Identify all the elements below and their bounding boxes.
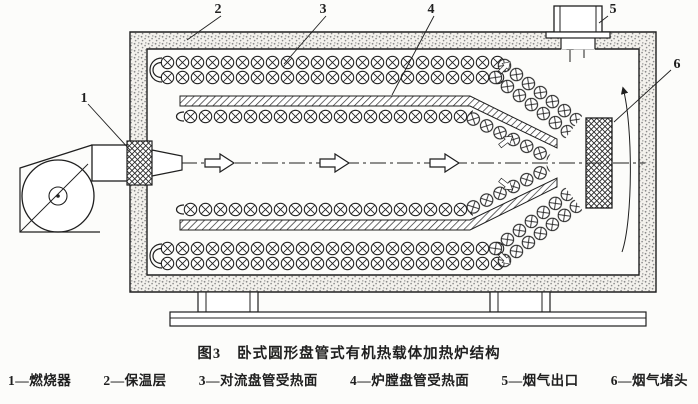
figure-title: 卧式圆形盘管式有机热载体加热炉结构: [237, 346, 501, 362]
chamber-wall-top: [179, 95, 558, 149]
support-pedestal-left: [197, 291, 259, 313]
legend-item-6: 6—烟气堵头: [610, 373, 688, 388]
figure-legend: 1—燃烧器 2—保温层 3—对流盘管受热面 4—炉膛盘管受热面 5—烟气出口 6…: [0, 363, 698, 389]
support-pedestal-right: [489, 291, 551, 313]
convection-coil-top-angled: [484, 55, 583, 140]
supports: [169, 291, 647, 327]
burner-fan-scroll: [19, 144, 100, 233]
burner-nozzle: [151, 149, 183, 177]
callout-5: 5: [610, 2, 617, 17]
chamber-coil-top: [183, 109, 473, 124]
legend-item-4: 4—炉膛盘管受热面: [350, 373, 470, 388]
coil-return-bends: [149, 57, 185, 269]
base-skid: [169, 311, 647, 327]
convection-coil-bottom-angled: [484, 186, 583, 271]
furnace-diagram: 1 2 3 4 5 6: [19, 2, 681, 327]
callout-1: 1: [81, 91, 88, 106]
legend-item-3: 3—对流盘管受热面: [198, 373, 318, 388]
legend-item-2: 2—保温层: [103, 373, 167, 388]
callout-6: 6: [674, 57, 681, 72]
insulation-layer: [129, 31, 657, 293]
callout-2: 2: [215, 2, 222, 17]
legend-item-1: 1—燃烧器: [8, 373, 72, 388]
burner-fan-hub: [48, 186, 68, 206]
leader-lines: [87, 15, 672, 151]
figure-number: 图3: [197, 346, 222, 362]
figure-caption: 图3 卧式圆形盘管式有机热载体加热炉结构: [0, 342, 698, 363]
burner-mount-block: [126, 140, 153, 186]
chamber-coil-bottom: [183, 202, 473, 217]
chamber-wall-bottom: [179, 177, 558, 231]
burner-duct: [91, 144, 133, 182]
convection-coil-bottom: [160, 241, 505, 271]
flue-outlet: [545, 5, 611, 50]
flow-arrows: [204, 58, 516, 268]
burner: [19, 140, 183, 233]
convection-coil-top: [160, 55, 505, 85]
callout-3: 3: [320, 2, 327, 17]
callout-4: 4: [428, 2, 435, 17]
legend-item-5: 5—烟气出口: [501, 373, 579, 388]
